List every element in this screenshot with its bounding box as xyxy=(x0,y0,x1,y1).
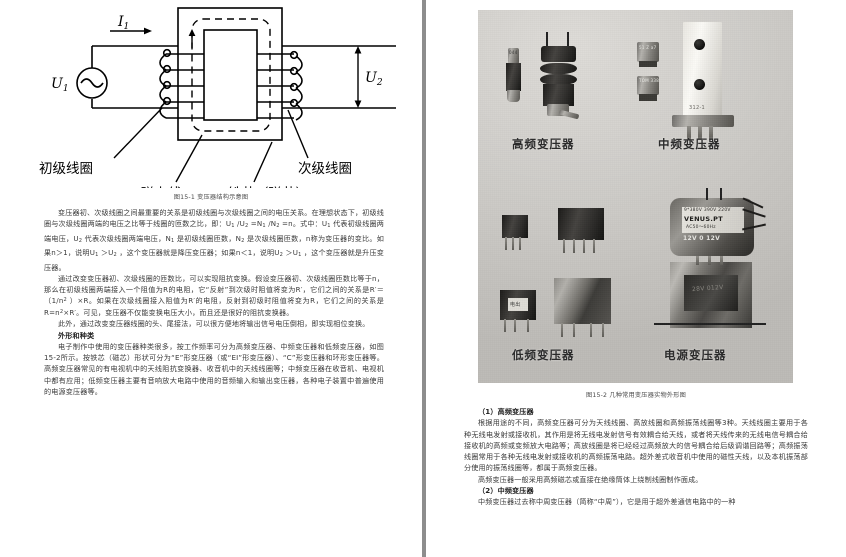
paragraph-transformer-voltage-ratio: 变压器初、次级线圈之间最重要的关系是初级线圈与次级线圈之间的电压关系。在理想状态… xyxy=(44,208,384,272)
figure-15-1-caption: 图15-1 变压器结构示意图 xyxy=(173,194,249,201)
adjust-hole-upper xyxy=(694,39,705,50)
photo-label-high-frequency: 高频变压器 xyxy=(512,137,575,151)
if-can-base xyxy=(672,115,734,127)
power-toroid-transformer: 9*380V 390V 220V VENUS.PT AC50～60Hz 12V … xyxy=(670,188,766,256)
marking-ac-freq: AC50～60Hz xyxy=(686,225,716,230)
right-page-body-text: （1）高频变压器 根据用途的不同，高频变压器可分为天线线圈、高放线圈和高频振荡线… xyxy=(464,406,808,508)
left-page: U1 I1 U2 初级线圈 次级线圈 磁力线 铁芯（磁芯） xyxy=(0,0,422,557)
paragraph-if-transformer-intro: 中频变压器过去称中周变压器（简称“中周”），它是用于超外差通信电路中的一种 xyxy=(478,497,736,507)
paragraph-impedance-transform: 通过改变变压器初、次级线圈的匝数比，可以实现阻抗变换。假设变压器初、次级线圈匝数… xyxy=(44,273,384,317)
label-u2: U2 xyxy=(365,70,383,88)
photo-label-low-frequency: 低频变压器 xyxy=(512,348,575,362)
lf-medium-ei-pins xyxy=(562,239,600,253)
power-ei-leads xyxy=(654,323,766,325)
marking-51za7: 51 Z a7 xyxy=(639,45,657,50)
lf-small-ei-1-pins xyxy=(504,237,526,250)
lf-medium-ei xyxy=(558,208,604,240)
marking-voltage-primary: 9*380V 390V 220V xyxy=(684,208,731,213)
lf-large-ei xyxy=(554,278,611,324)
lf-small-ei-1 xyxy=(502,215,528,238)
transformer-schematic-figure: U1 I1 U2 初级线圈 次级线圈 磁力线 铁芯（磁芯） xyxy=(6,2,416,188)
photo-film-grain xyxy=(478,10,793,383)
lf-labelled-ei-pins xyxy=(503,319,533,332)
label-u1: U1 xyxy=(51,76,69,94)
lf-labelled-ei: 电出 xyxy=(500,290,536,320)
transformer-photograph: 044 51 Z a7 xyxy=(478,10,793,383)
marking-044: 044 xyxy=(509,50,518,55)
page-gutter-divider xyxy=(422,0,426,557)
photo-label-intermediate-frequency: 中频变压器 xyxy=(658,137,721,151)
if-large-white-can: 312-1 xyxy=(683,22,722,118)
paragraph-hf-transformer-uses: 根据用途的不同，高频变压器可分为天线线圈、高放线圈和高频振荡线圈等3种。天线线圈… xyxy=(464,418,808,473)
marking-venus-pt: VENUS.PT xyxy=(684,215,723,223)
if-can-pins xyxy=(684,126,722,140)
if-small-can-top: 51 Z a7 xyxy=(637,42,659,68)
power-ei-transformer: 28V 012V xyxy=(670,256,752,328)
paragraph-types-of-transformers: 电子制作中使用的变压器种类很多，按工作频率可分为高频变压器、中频变压器和低频变压… xyxy=(44,341,384,397)
right-page: 044 51 Z a7 xyxy=(426,0,846,557)
label-flux-line: 磁力线 xyxy=(141,186,182,188)
hf-small-coil: 044 xyxy=(506,48,521,104)
marking-chinese-label: 电出 xyxy=(510,302,521,308)
label-iron-core: 铁芯（磁芯） xyxy=(228,186,309,188)
heading-2-intermediate-frequency-transformer: （2）中频变压器 xyxy=(478,486,534,496)
figure-15-2-caption: 图15-2 几种常用变压器实物外形图 xyxy=(585,392,687,399)
label-primary-coil: 初级线圈 xyxy=(39,160,93,177)
marking-tom338: TOM 338 xyxy=(639,78,660,83)
marking-secondary-taps: 12V 0 12V xyxy=(683,235,721,242)
subheading-shape-and-types: 外形和种类 xyxy=(58,330,95,340)
paragraph-hf-transformer-construction: 高频变压器一般采用高频磁芯或直接在绝缘筒体上绕制线圈制作面成。 xyxy=(478,474,703,484)
lf-large-ei-pins xyxy=(560,323,606,337)
label-i1: I1 xyxy=(117,14,129,32)
marking-312-1: 312-1 xyxy=(689,105,706,111)
adjust-hole-lower xyxy=(694,79,705,90)
left-page-body-text: 变压器初、次级线圈之间最重要的关系是初级线圈与次级线圈之间的电压关系。在理想状态… xyxy=(44,207,384,397)
photo-label-power-transformer: 电源变压器 xyxy=(664,348,727,362)
heading-1-high-frequency-transformer: （1）高频变压器 xyxy=(478,407,534,416)
if-small-can-bottom: TOM 338 xyxy=(637,76,659,104)
label-secondary-coil: 次级线圈 xyxy=(298,161,352,177)
hf-large-coil xyxy=(540,32,580,120)
paragraph-phase-inversion: 此外，通过改变变压器线圈的头、尾接法，可以很方便地将输出信号电压倒相，即实现相位… xyxy=(58,319,370,329)
